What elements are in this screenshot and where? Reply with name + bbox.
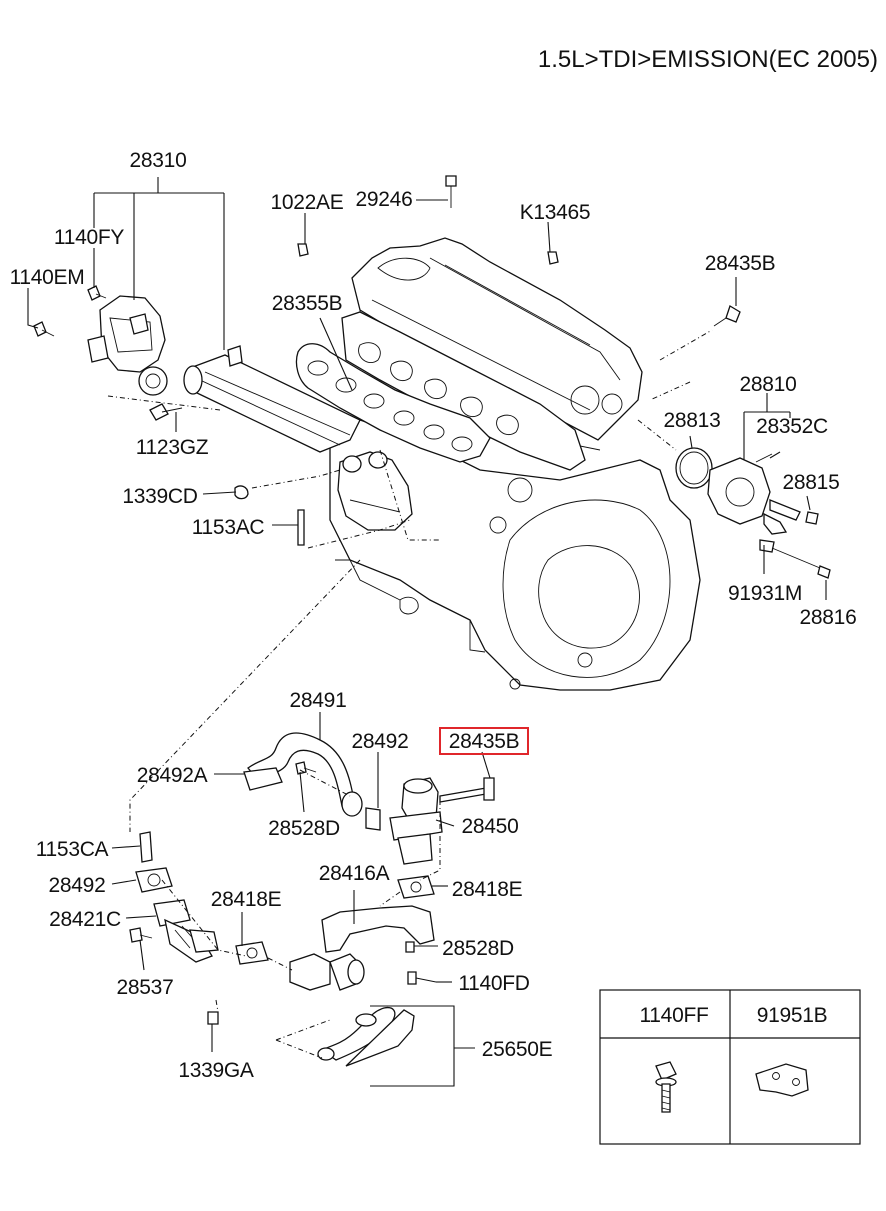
label-25650E[interactable]: 25650E [482, 1038, 553, 1061]
engine-block [295, 237, 701, 691]
label-28492A[interactable]: 28492A [137, 764, 208, 787]
bracket-icon [755, 1063, 809, 1097]
label-29246[interactable]: 29246 [356, 188, 413, 211]
label-28355B[interactable]: 28355B [272, 292, 343, 315]
label-28528D-b[interactable]: 28528D [442, 937, 514, 960]
label-28352C[interactable]: 28352C [756, 415, 828, 438]
label-28816[interactable]: 28816 [800, 606, 857, 629]
label-1339CD[interactable]: 1339CD [122, 485, 198, 508]
vacuum-pump-assembly [675, 447, 831, 579]
label-28492-b[interactable]: 28492 [49, 874, 106, 897]
label-28491[interactable]: 28491 [290, 689, 347, 712]
label-1153CA[interactable]: 1153CA [36, 838, 109, 861]
label-28450[interactable]: 28450 [462, 815, 519, 838]
label-28492[interactable]: 28492 [352, 730, 409, 753]
egr-valve [389, 777, 495, 865]
label-1140FY[interactable]: 1140FY [54, 226, 125, 249]
lower-egr-assembly [129, 831, 437, 1067]
label-28815[interactable]: 28815 [783, 471, 840, 494]
label-91931M[interactable]: 91931M [728, 582, 802, 605]
table-header-91951B[interactable]: 91951B [757, 1004, 828, 1027]
label-28421C[interactable]: 28421C [49, 908, 121, 931]
label-28418E-b[interactable]: 28418E [452, 878, 523, 901]
fasteners-top-left [33, 175, 741, 546]
label-28813[interactable]: 28813 [664, 409, 721, 432]
egr-pipe-assembly [243, 732, 381, 831]
part-labels: 28310 1140FY 1140EM 1123GZ 1339CD 1153AC… [10, 149, 857, 1082]
label-28810[interactable]: 28810 [740, 373, 797, 396]
label-1022AE[interactable]: 1022AE [271, 191, 345, 214]
label-28435B-top[interactable]: 28435B [705, 252, 776, 275]
label-28537[interactable]: 28537 [117, 976, 174, 999]
egr-cooler-assembly [87, 295, 413, 531]
bolt-icon [655, 1061, 677, 1113]
label-1140FD[interactable]: 1140FD [458, 972, 530, 995]
label-1153AC[interactable]: 1153AC [192, 516, 265, 539]
table-header-1140FF[interactable]: 1140FF [639, 1004, 708, 1027]
label-28310[interactable]: 28310 [130, 149, 187, 172]
label-K13465[interactable]: K13465 [520, 201, 591, 224]
leader-lines [27, 177, 827, 1087]
label-28435B-highlighted[interactable]: 28435B [449, 730, 520, 753]
label-28418E-a[interactable]: 28418E [211, 888, 282, 911]
label-1339GA[interactable]: 1339GA [178, 1059, 254, 1082]
label-28416A[interactable]: 28416A [319, 862, 390, 885]
diagram-title: 1.5L>TDI>EMISSION(EC 2005) [538, 46, 878, 73]
label-1140EM[interactable]: 1140EM [10, 266, 85, 289]
label-28528D-a[interactable]: 28528D [268, 817, 340, 840]
highlight-box [439, 727, 529, 755]
label-1123GZ[interactable]: 1123GZ [136, 436, 209, 459]
parts-table: 1140FF 91951B [599, 989, 861, 1145]
